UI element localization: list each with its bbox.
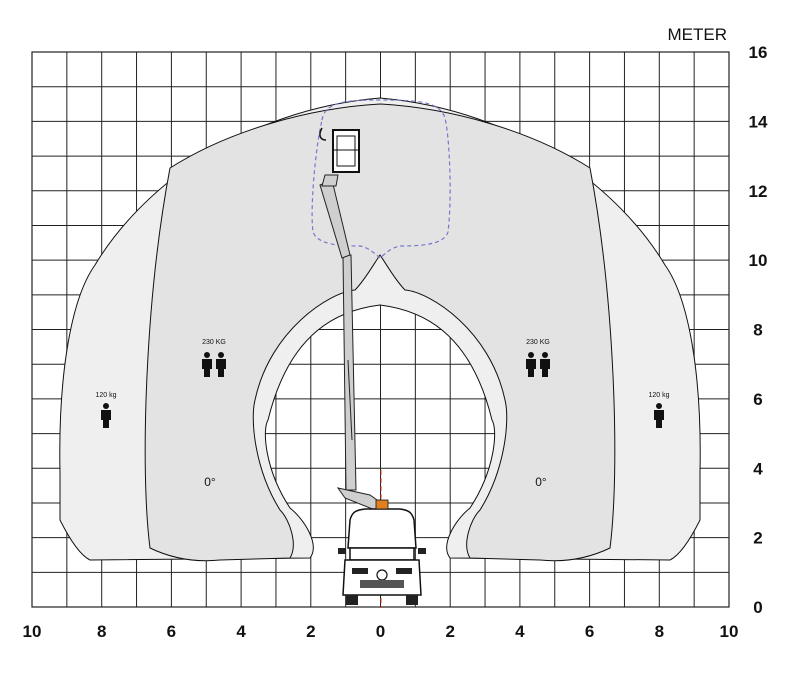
x-tick-label: 8 [97, 622, 106, 641]
y-tick-label: 16 [749, 43, 768, 62]
load-label-left-inner: 230 KG [202, 339, 226, 346]
unit-label: METER [668, 25, 728, 44]
x-tick-label: 4 [236, 622, 246, 641]
y-tick-label: 2 [753, 529, 762, 548]
load-label-right-inner: 230 KG [526, 339, 550, 346]
person-icon [101, 403, 111, 428]
inner-envelope [144, 103, 616, 562]
platform-reach-path [311, 99, 451, 259]
y-tick-label: 10 [749, 251, 768, 270]
y-tick-label: 4 [753, 459, 763, 478]
y-tick-label: 0 [753, 598, 762, 617]
load-label-right-outer: 120 kg [648, 392, 669, 399]
person-icon [540, 352, 550, 377]
x-tick-label: 2 [445, 622, 454, 641]
x-tick-label: 6 [167, 622, 176, 641]
boom-icon [319, 174, 385, 513]
x-tick-label: 4 [515, 622, 525, 641]
x-tick-label: 0 [376, 622, 385, 641]
y-tick-label: 12 [749, 182, 768, 201]
person-icon [202, 352, 212, 377]
rotation-label-right: 0° [535, 475, 547, 489]
x-tick-label: 10 [23, 622, 42, 641]
rotation-label-left: 0° [204, 475, 216, 489]
x-tick-label: 6 [585, 622, 594, 641]
person-icon [216, 352, 226, 377]
basket-icon [319, 127, 360, 173]
person-icon [526, 352, 536, 377]
y-tick-label: 14 [749, 112, 768, 131]
x-tick-label: 2 [306, 622, 315, 641]
y-tick-label: 6 [753, 390, 762, 409]
load-label-left-outer: 120 kg [95, 392, 116, 399]
x-tick-label: 10 [720, 622, 739, 641]
person-icon [654, 403, 664, 428]
van-icon [338, 499, 426, 605]
x-tick-label: 8 [655, 622, 664, 641]
y-tick-label: 8 [753, 321, 762, 340]
